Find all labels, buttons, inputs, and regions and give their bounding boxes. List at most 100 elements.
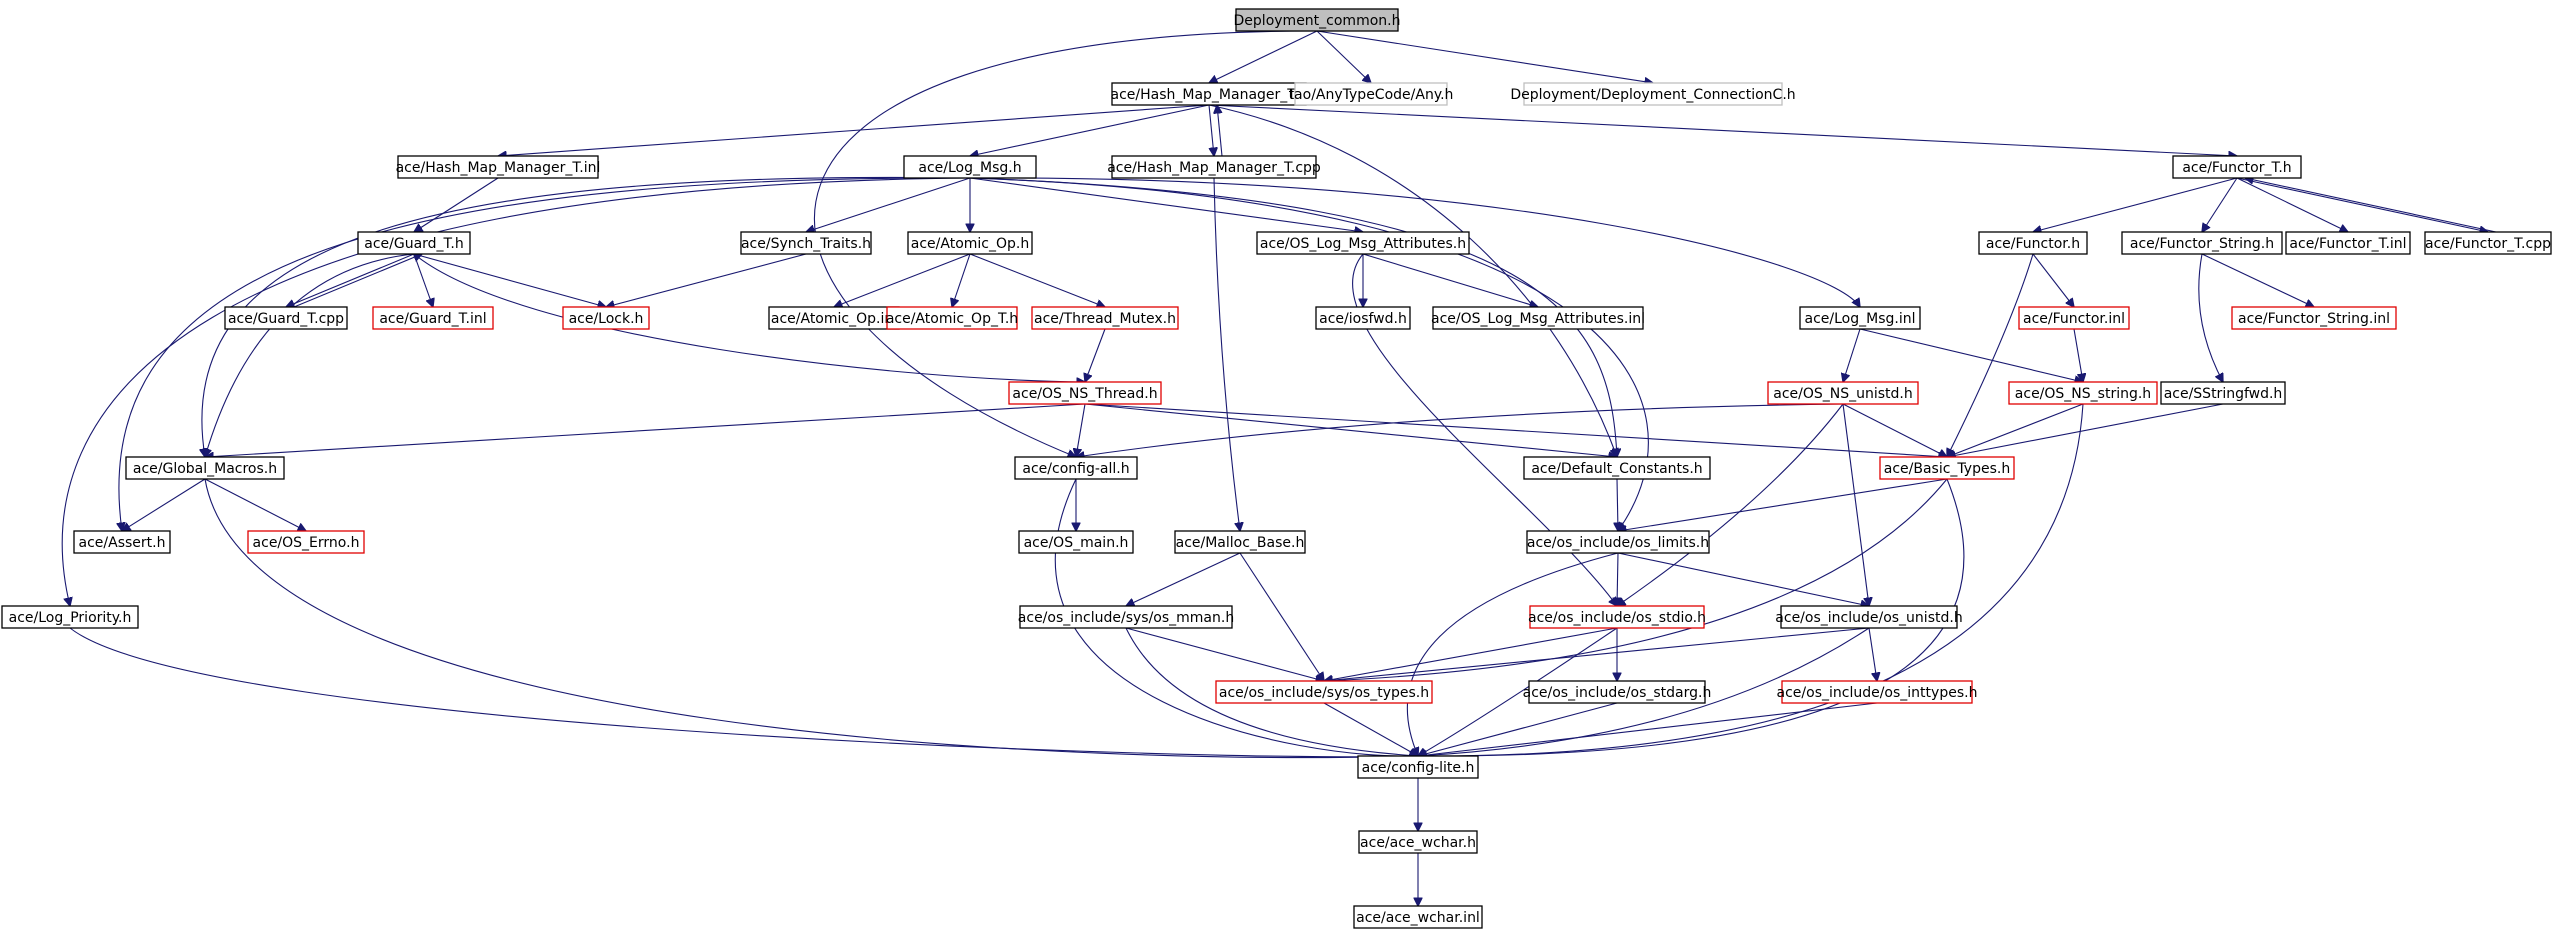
- node-guardTinl[interactable]: ace/Guard_T.inl: [372, 306, 494, 330]
- node-configall[interactable]: ace/config-all.h: [1014, 456, 1138, 480]
- node-dconn[interactable]: Deployment/Deployment_ConnectionC.h: [1510, 82, 1796, 106]
- node-tmutex[interactable]: ace/Thread_Mutex.h: [1031, 306, 1179, 330]
- node-globalm[interactable]: ace/Global_Macros.h: [125, 456, 285, 480]
- node-oslmainl[interactable]: ace/OS_Log_Msg_Attributes.inl: [1431, 306, 1645, 330]
- edge-configall-to-configlite: [1054, 478, 1418, 756]
- node-logmsginl[interactable]: ace/Log_Msg.inl: [1799, 306, 1921, 330]
- node-osunistd[interactable]: ace/os_include/os_unistd.h: [1775, 605, 1963, 629]
- edge-tmutex-to-osnsthread: [1085, 328, 1106, 382]
- node-logprio[interactable]: ace/Log_Priority.h: [1, 605, 139, 629]
- node-osnsthread[interactable]: ace/OS_NS_Thread.h: [1008, 381, 1162, 405]
- node-box: [1529, 605, 1705, 629]
- node-label: ace/OS_Errno.h: [253, 535, 360, 551]
- node-osstdio[interactable]: ace/os_include/os_stdio.h: [1528, 605, 1706, 629]
- node-label: ace/Functor_T.h: [2182, 160, 2291, 176]
- edge-osunistd-to-ostypes: [1324, 627, 1870, 681]
- node-osmman[interactable]: ace/os_include/sys/os_mman.h: [1018, 605, 1234, 629]
- node-mallocbase[interactable]: ace/Malloc_Base.h: [1174, 530, 1306, 554]
- edge-globalm-to-oserrno: [204, 478, 306, 531]
- node-functorinl[interactable]: ace/Functor.inl: [2018, 306, 2130, 330]
- node-label: ace/Functor_T.cpp: [2425, 236, 2551, 252]
- node-wcharinl[interactable]: ace/ace_wchar.inl: [1353, 905, 1483, 929]
- node-assert[interactable]: ace/Assert.h: [73, 530, 171, 554]
- edge-guardTcpp-to-guardT: [293, 254, 422, 308]
- edge-hmm-to-functorT: [1208, 104, 2237, 156]
- node-guardTcpp[interactable]: ace/Guard_T.cpp: [224, 306, 348, 330]
- node-label: ace/config-lite.h: [1362, 760, 1475, 776]
- node-fstringinl[interactable]: ace/Functor_String.inl: [2231, 306, 2397, 330]
- edge-logmsg-to-assert: [119, 177, 971, 531]
- node-osnsunistd[interactable]: ace/OS_NS_unistd.h: [1767, 381, 1919, 405]
- node-box: [2160, 381, 2286, 405]
- node-functorT[interactable]: ace/Functor_T.h: [2172, 155, 2302, 179]
- node-guardT[interactable]: ace/Guard_T.h: [357, 231, 471, 255]
- edge-osnsthread-to-configall: [1076, 403, 1086, 457]
- node-box: [1235, 8, 1399, 32]
- node-box: [1432, 306, 1644, 330]
- node-functorTcpp[interactable]: ace/Functor_T.cpp: [2424, 231, 2552, 255]
- node-atomicinl[interactable]: ace/Atomic_Op.inl: [768, 306, 900, 330]
- node-functor[interactable]: ace/Functor.h: [1978, 231, 2088, 255]
- edge-atomic-to-tmutex: [969, 253, 1105, 307]
- node-oserrno[interactable]: ace/OS_Errno.h: [247, 530, 365, 554]
- node-label: ace/config-all.h: [1022, 461, 1129, 477]
- node-atomicT[interactable]: ace/Atomic_Op_T.h: [886, 306, 1018, 330]
- edge-oslma-to-osstdio: [1352, 253, 1617, 606]
- edge-guardT-to-lock: [413, 253, 606, 307]
- edge-mallocbase-to-ostypes: [1239, 552, 1324, 681]
- edge-synch-to-lock: [606, 253, 807, 307]
- node-label: ace/os_include/sys/os_mman.h: [1018, 610, 1234, 626]
- node-box: [1353, 905, 1483, 929]
- node-functorTinl[interactable]: ace/Functor_T.inl: [2285, 231, 2411, 255]
- node-box: [2424, 231, 2552, 255]
- edge-fstring-to-fstringinl: [2201, 253, 2314, 307]
- node-logmsg[interactable]: ace/Log_Msg.h: [903, 155, 1037, 179]
- edge-osnsthread-to-globalm: [205, 403, 1086, 457]
- edge-logmsg-to-synch: [806, 177, 971, 232]
- node-label: ace/OS_Log_Msg_Attributes.inl: [1431, 311, 1645, 327]
- edge-mallocbase-to-osmman: [1126, 552, 1241, 606]
- node-configlite[interactable]: ace/config-lite.h: [1357, 755, 1479, 779]
- node-sstringfwd[interactable]: ace/SStringfwd.h: [2160, 381, 2286, 405]
- node-lock[interactable]: ace/Lock.h: [562, 306, 650, 330]
- node-hmm[interactable]: ace/Hash_Map_Manager_T.h: [1110, 82, 1308, 106]
- edge-globalm-to-configlite: [204, 478, 1418, 757]
- node-box: [372, 306, 494, 330]
- edge-hmmcpp-to-mallocbase: [1213, 177, 1240, 531]
- node-defconst[interactable]: ace/Default_Constants.h: [1523, 456, 1711, 480]
- node-hmmcpp[interactable]: ace/Hash_Map_Manager_T.cpp: [1107, 155, 1321, 179]
- edge-osnsthread-to-defconst: [1084, 403, 1617, 457]
- node-dc[interactable]: Deployment_common.h: [1234, 8, 1401, 32]
- edge-guardT-to-guardTcpp: [286, 253, 415, 307]
- node-box: [1523, 82, 1783, 106]
- node-hmminl[interactable]: ace/Hash_Map_Manager_T.inl: [396, 155, 601, 179]
- node-label: ace/Atomic_Op.h: [911, 236, 1029, 252]
- node-label: ace/Default_Constants.h: [1531, 461, 1702, 477]
- node-oslimits[interactable]: ace/os_include/os_limits.h: [1526, 530, 1710, 554]
- edge-hmm-to-hmminl: [498, 104, 1210, 156]
- node-ostypes[interactable]: ace/os_include/sys/os_types.h: [1215, 680, 1433, 704]
- node-label: tao/AnyTypeCode/Any.h: [1289, 87, 1454, 103]
- node-box: [73, 530, 171, 554]
- node-osnsstring[interactable]: ace/OS_NS_string.h: [2008, 381, 2158, 405]
- node-iosfwd[interactable]: ace/iosfwd.h: [1315, 306, 1411, 330]
- edge-fstring-to-sstringfwd: [2198, 253, 2223, 382]
- node-osmain[interactable]: ace/OS_main.h: [1018, 530, 1134, 554]
- node-synch[interactable]: ace/Synch_Traits.h: [740, 231, 872, 255]
- node-atomic[interactable]: ace/Atomic_Op.h: [907, 231, 1033, 255]
- node-box: [1019, 605, 1233, 629]
- node-tao[interactable]: tao/AnyTypeCode/Any.h: [1289, 82, 1454, 106]
- node-label: ace/Guard_T.inl: [379, 311, 486, 327]
- edge-logmsg-to-defconst: [969, 177, 1617, 457]
- node-osstdarg[interactable]: ace/os_include/os_stdarg.h: [1523, 680, 1712, 704]
- node-basictypes[interactable]: ace/Basic_Types.h: [1879, 456, 2015, 480]
- node-oslma[interactable]: ace/OS_Log_Msg_Attributes.h: [1256, 231, 1470, 255]
- node-osinttypes[interactable]: ace/os_include/os_inttypes.h: [1777, 680, 1978, 704]
- edge-osunistd-to-configlite: [1418, 627, 1870, 756]
- node-wchar[interactable]: ace/ace_wchar.h: [1358, 830, 1478, 854]
- node-label: ace/ace_wchar.inl: [1356, 910, 1480, 926]
- node-box: [740, 231, 872, 255]
- node-fstring[interactable]: ace/Functor_String.h: [2121, 231, 2283, 255]
- node-label: ace/OS_NS_string.h: [2015, 386, 2151, 402]
